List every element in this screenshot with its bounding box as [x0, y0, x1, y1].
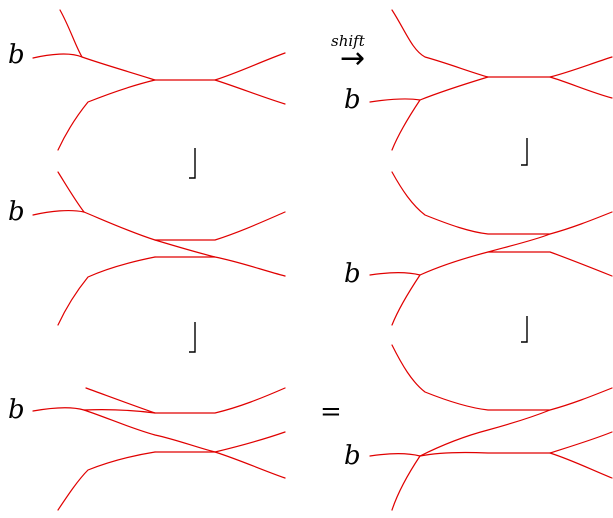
right-bottom-braid: [369, 344, 613, 511]
shift-label: shift: [331, 32, 366, 50]
strand: [57, 171, 85, 213]
strand: [369, 272, 421, 276]
strand: [369, 98, 421, 103]
strand: [32, 209, 85, 216]
strand: [57, 451, 156, 511]
strand: [59, 9, 83, 58]
right-top-braid: [369, 9, 613, 151]
down-arrow-right-1: [521, 138, 528, 166]
left-middle-braid: [32, 171, 286, 326]
strand: [57, 79, 156, 151]
strand: [154, 239, 286, 277]
strand: [81, 52, 286, 81]
strand-label-b: b: [344, 259, 361, 289]
strand: [83, 409, 286, 479]
strand: [487, 233, 613, 277]
left-bottom-braid: [32, 387, 286, 511]
strand: [419, 409, 551, 457]
strand: [391, 455, 421, 511]
strand-label-b: b: [8, 395, 25, 425]
strand: [32, 407, 85, 412]
strand: [32, 53, 83, 59]
strand: [549, 431, 613, 454]
strand: [391, 9, 613, 78]
strand: [83, 409, 156, 414]
strand: [391, 251, 489, 326]
strand: [83, 211, 286, 241]
strand: [214, 431, 286, 453]
strand-label-b: b: [8, 197, 25, 227]
strand: [391, 344, 613, 411]
strand-label-b: b: [344, 85, 361, 115]
strand: [391, 171, 613, 235]
strand: [57, 256, 156, 326]
strand: [549, 76, 613, 99]
down-arrow-left-1: [189, 148, 196, 179]
down-arrow-right-2: [521, 316, 528, 343]
strand: [85, 387, 286, 414]
left-top-braid: [32, 9, 286, 151]
down-arrow-left-2: [189, 322, 196, 353]
strand-label-b: b: [8, 40, 25, 70]
strand: [369, 451, 613, 479]
strand: [214, 79, 286, 105]
equals-sign: =: [320, 397, 342, 427]
right-middle-braid: [369, 171, 613, 326]
strand: [391, 76, 489, 151]
shift-arrow: →: [340, 41, 365, 76]
strand-label-b: b: [344, 441, 361, 471]
